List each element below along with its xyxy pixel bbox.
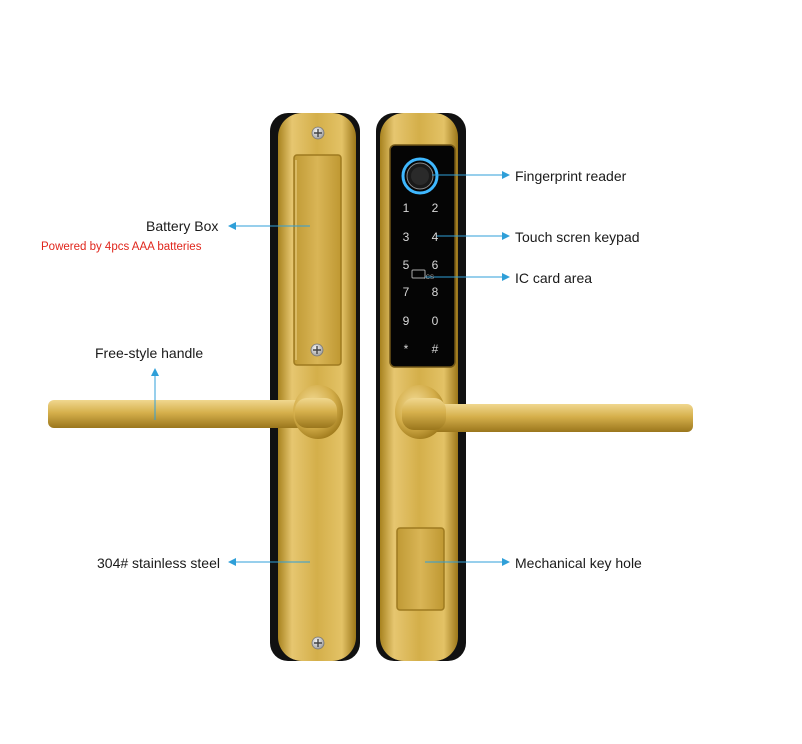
right-handle-lever bbox=[430, 404, 693, 432]
keypad-key: 2 bbox=[431, 201, 439, 215]
right-handle-neck bbox=[402, 398, 446, 430]
left-lock-body bbox=[48, 113, 360, 661]
battery-note-label: Powered by 4pcs AAA batteries bbox=[41, 241, 202, 253]
fingerprint-icon bbox=[401, 157, 439, 195]
keypad-key: 1 bbox=[402, 201, 410, 215]
keypad-key: 6 bbox=[431, 258, 439, 272]
handle-label: Free-style handle bbox=[95, 345, 204, 361]
screw-icon bbox=[310, 343, 324, 357]
keypad-key: 8 bbox=[431, 285, 439, 299]
screw-icon bbox=[311, 126, 325, 140]
left-handle-lever bbox=[48, 400, 310, 428]
keypad-key: 7 bbox=[402, 285, 410, 299]
callout-arrows bbox=[151, 171, 510, 566]
key-hole-cover bbox=[396, 527, 445, 611]
keypad-key: 9 bbox=[402, 314, 410, 328]
keypad-key: # bbox=[431, 342, 439, 356]
card-mark: ICS bbox=[424, 275, 435, 281]
right-lock-body bbox=[376, 113, 693, 661]
keypad-label: Touch scren keypad bbox=[515, 229, 640, 245]
fingerprint-label: Fingerprint reader bbox=[515, 168, 627, 184]
keypad-key: * bbox=[403, 342, 409, 356]
battery-cover bbox=[293, 154, 342, 366]
left-handle-neck bbox=[295, 398, 337, 428]
keypad-key: 3 bbox=[402, 230, 410, 244]
keypad-key: 5 bbox=[402, 258, 410, 272]
screw-icon bbox=[311, 636, 325, 650]
keypad-key: 0 bbox=[431, 314, 439, 328]
keyhole-label: Mechanical key hole bbox=[515, 555, 642, 571]
ic-card-label: IC card area bbox=[515, 270, 593, 286]
battery-box-label: Battery Box bbox=[146, 218, 219, 234]
touch-panel bbox=[389, 144, 456, 368]
keypad-key: 4 bbox=[431, 230, 439, 244]
card-icon bbox=[411, 269, 426, 279]
steel-label: 304# stainless steel bbox=[97, 555, 220, 571]
